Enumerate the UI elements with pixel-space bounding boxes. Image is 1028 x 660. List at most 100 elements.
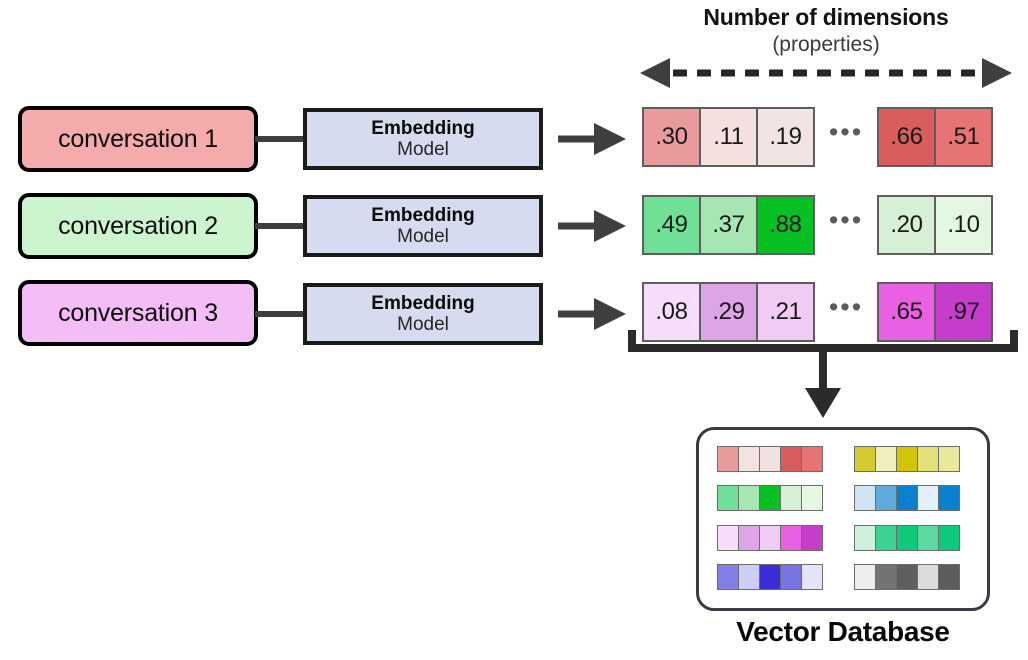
db-swatch — [896, 485, 918, 512]
vector-tail-cells-1: .66 .51 — [877, 107, 993, 167]
vector-cell: .20 — [877, 195, 936, 255]
down-arrow-icon — [805, 348, 841, 418]
db-swatch — [917, 446, 939, 472]
db-swatch — [738, 563, 760, 590]
db-swatch — [780, 563, 802, 590]
vector-cell-value: .11 — [713, 123, 744, 150]
vector-cell: .65 — [877, 282, 936, 342]
vector-ellipsis-2: ••• — [828, 204, 864, 235]
right-arrow-icon-3 — [558, 298, 626, 330]
vector-cell: .51 — [934, 107, 993, 167]
vector-ellipsis-3: ••• — [828, 291, 864, 322]
connector-line-3 — [255, 311, 307, 317]
db-swatch — [738, 446, 760, 472]
vector-cell: .08 — [642, 282, 701, 342]
vector-cell: .88 — [756, 195, 815, 255]
vector-ellipsis-1: ••• — [828, 116, 864, 147]
db-swatch — [759, 563, 781, 590]
vector-cell: .49 — [642, 195, 701, 255]
dimensions-title: Number of dimensions — [703, 4, 949, 30]
db-vector-row — [854, 524, 969, 553]
db-swatch — [854, 446, 876, 472]
conversation-label-3: conversation 3 — [58, 298, 218, 327]
db-swatch — [780, 485, 802, 512]
vector-cell-value: .10 — [947, 211, 980, 238]
conversation-label-1: conversation 1 — [58, 124, 218, 153]
db-vector-row — [854, 446, 969, 474]
right-arrow-icon-1 — [558, 123, 626, 155]
db-swatch — [780, 524, 802, 551]
conversation-label-2: conversation 2 — [58, 211, 218, 240]
db-swatch — [759, 485, 781, 512]
db-swatch — [938, 563, 960, 590]
db-swatch — [938, 524, 960, 551]
embedding-subtitle-2: Model — [397, 226, 449, 247]
db-vector-row — [854, 485, 969, 513]
vector-cell: .10 — [934, 195, 993, 255]
connector-line-2 — [255, 223, 307, 229]
db-swatch — [917, 524, 939, 551]
db-swatch — [875, 446, 897, 472]
vector-tail-cells-2: .20 .10 — [877, 195, 993, 255]
vector-cell-value: .29 — [712, 298, 745, 325]
vector-tail-cells-3: .65 .97 — [877, 282, 993, 342]
embedding-subtitle-1: Model — [397, 139, 449, 160]
db-vector-row — [717, 446, 832, 474]
db-swatch — [896, 524, 918, 551]
vector-cell-value: .08 — [655, 298, 688, 325]
db-swatch — [801, 446, 823, 472]
db-swatch — [780, 446, 802, 472]
vector-database-box[interactable] — [696, 427, 990, 611]
db-swatch — [854, 485, 876, 512]
db-swatch — [801, 563, 823, 590]
conversation-box-2[interactable]: conversation 2 — [18, 193, 258, 259]
db-swatch — [896, 446, 918, 472]
right-arrow-icon-2 — [558, 210, 626, 242]
vector-cell-value: .97 — [947, 298, 980, 325]
embedding-model-box-2[interactable]: Embedding Model — [303, 195, 543, 257]
vector-head-cells-1: .30 .11 .19 — [642, 107, 815, 167]
db-vector-row — [717, 524, 832, 553]
db-swatch — [801, 524, 823, 551]
vector-cell-value: .30 — [655, 123, 688, 150]
vector-cell-value: .37 — [712, 211, 745, 238]
vector-database-label: Vector Database — [736, 616, 950, 647]
db-swatch — [938, 485, 960, 512]
db-swatch — [801, 485, 823, 512]
conversation-box-3[interactable]: conversation 3 — [18, 280, 258, 346]
vector-cell-value: .51 — [947, 123, 980, 150]
embedding-model-box-3[interactable]: Embedding Model — [303, 283, 543, 345]
embedding-model-box-1[interactable]: Embedding Model — [303, 108, 543, 170]
db-swatch — [854, 563, 876, 590]
db-swatch — [738, 524, 760, 551]
vector-database-grid — [717, 446, 969, 592]
double-headed-dashed-arrow-icon — [640, 58, 1012, 88]
db-swatch — [875, 485, 897, 512]
db-swatch — [917, 485, 939, 512]
embedding-vector-row-2: .49 .37 .88 ••• .20 .10 — [642, 194, 993, 256]
embedding-vector-row-3: .08 .29 .21 ••• .65 .97 — [642, 281, 993, 343]
connector-line-1 — [255, 136, 307, 142]
db-swatch — [717, 563, 739, 590]
db-swatch — [854, 524, 876, 551]
db-swatch — [917, 563, 939, 590]
embedding-title-3: Embedding — [371, 292, 475, 314]
vector-cell: .29 — [699, 282, 758, 342]
vector-head-cells-3: .08 .29 .21 — [642, 282, 815, 342]
db-vector-row — [717, 563, 832, 592]
embedding-title-1: Embedding — [371, 117, 475, 139]
db-swatch — [875, 563, 897, 590]
vector-cell-value: .21 — [769, 298, 802, 325]
embedding-subtitle-3: Model — [397, 314, 449, 335]
dimensions-subtitle: (properties) — [772, 33, 880, 56]
vector-cell-value: .66 — [890, 123, 923, 150]
db-swatch — [717, 485, 739, 512]
db-swatch — [896, 563, 918, 590]
conversation-box-1[interactable]: conversation 1 — [18, 106, 258, 172]
vector-cell: .37 — [699, 195, 758, 255]
db-swatch — [875, 524, 897, 551]
db-swatch — [717, 524, 739, 551]
db-swatch — [759, 446, 781, 472]
db-swatch — [759, 524, 781, 551]
